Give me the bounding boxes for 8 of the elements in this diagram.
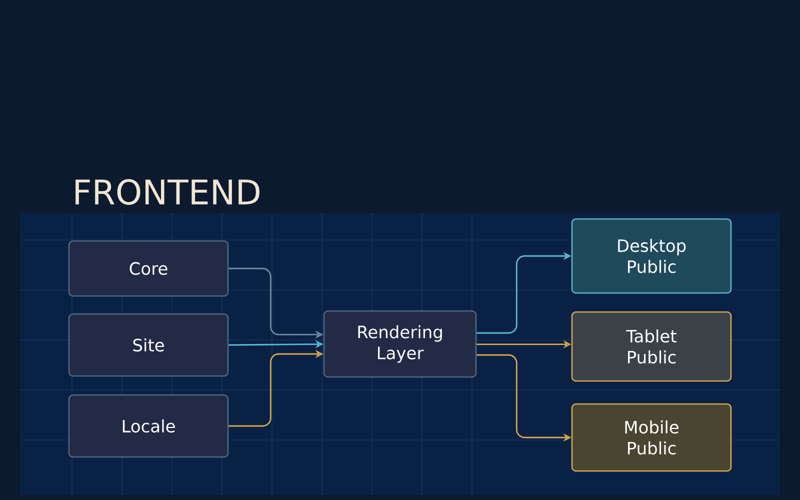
process-box: Rendering Layer [323, 310, 477, 378]
process-box: Tablet Public [571, 311, 732, 382]
process-box: Desktop Public [571, 218, 732, 294]
title: FRONTEND [76, 179, 260, 205]
process-box: Site [68, 313, 229, 377]
process-box: Core [68, 240, 229, 297]
process-box: Locale [68, 394, 229, 458]
process-box: Mobile Public [571, 403, 732, 472]
